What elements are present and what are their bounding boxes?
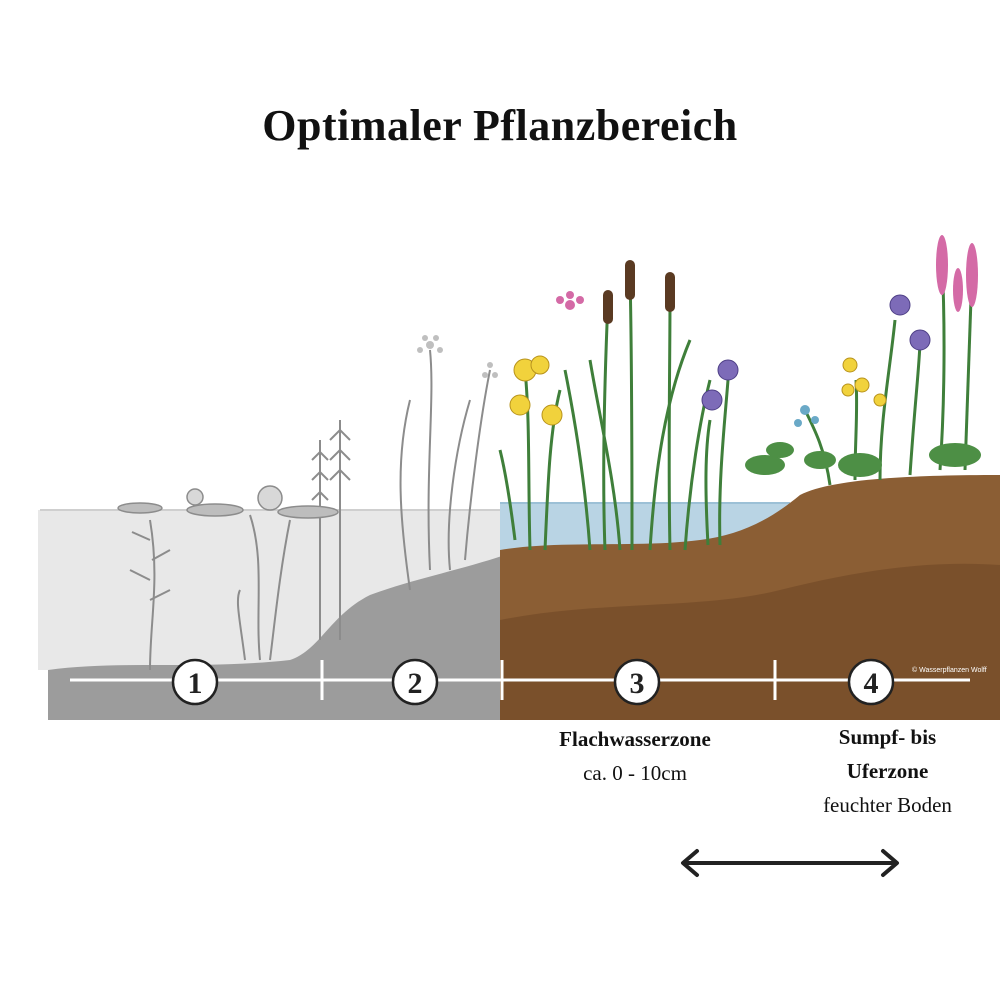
zone-number: 3 — [630, 667, 645, 700]
zone-number: 4 — [864, 667, 879, 700]
zone-4-caption: Sumpf- bis Uferzone feuchter Boden — [780, 720, 995, 822]
pink-flowers — [556, 235, 978, 312]
diagram-title: Optimaler Pflanzbereich — [0, 100, 1000, 151]
credit-text: © Wasserpflanzen Wolff — [912, 666, 987, 674]
zone-marker-4: 4 — [849, 660, 893, 704]
zone-3-depth-value: 0 - 10cm — [612, 761, 687, 785]
zone-3-depth: ca. 0 - 10cm — [520, 756, 750, 790]
zone-number: 1 — [188, 667, 203, 700]
zone-4-name-line2: Uferzone — [780, 754, 995, 788]
zone-3-name: Flachwasserzone — [520, 722, 750, 756]
zone-number: 2 — [408, 667, 423, 700]
zone-marker-2: 2 — [393, 660, 437, 704]
grey-section — [38, 335, 508, 720]
grey-umbel-flowers — [417, 335, 498, 378]
zone-marker-3: 3 — [615, 660, 659, 704]
zone-4-name-line1: Sumpf- bis — [780, 720, 995, 754]
cattail-heads — [603, 260, 675, 324]
plant-leaves — [745, 442, 981, 477]
pond-cross-section: 1 2 3 4 © Wasserpflanzen Wolff — [0, 220, 1000, 730]
double-arrow-icon — [675, 845, 905, 881]
zone-3-depth-prefix: ca. — [583, 761, 607, 785]
zone-3-caption: Flachwasserzone ca. 0 - 10cm — [520, 722, 750, 790]
purple-iris-flowers — [702, 295, 930, 410]
colored-section — [500, 235, 1000, 720]
yellow-iris-flowers — [510, 356, 886, 425]
zone-marker-1: 1 — [173, 660, 217, 704]
zone-4-detail: feuchter Boden — [780, 788, 995, 822]
